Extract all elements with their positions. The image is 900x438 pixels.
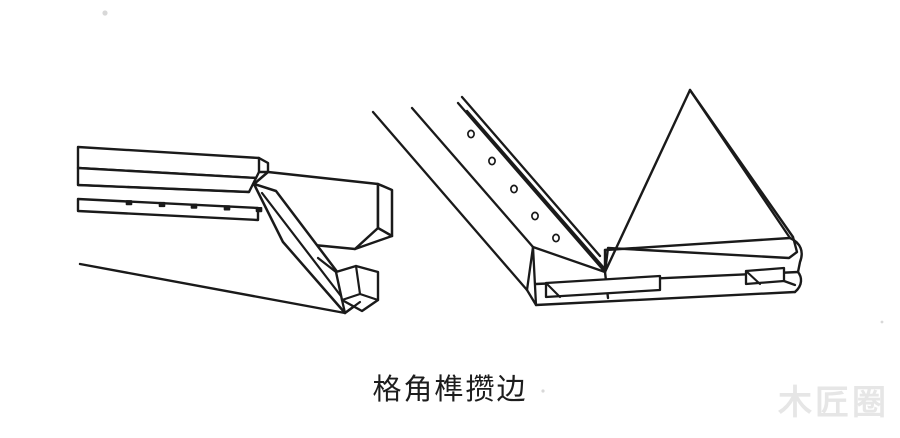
right-diagonal-to-member-edge bbox=[531, 245, 607, 274]
left-tenon-block-creases bbox=[340, 264, 380, 302]
left-rail-bottom-close bbox=[343, 300, 362, 315]
left-tenon-connector bbox=[316, 256, 347, 315]
peg-hole bbox=[488, 156, 496, 166]
right-diagonal-outer-endcap bbox=[525, 245, 535, 292]
peg-mark bbox=[255, 207, 263, 213]
peg-mark bbox=[190, 203, 198, 209]
right-outer-diagonal-edge bbox=[371, 110, 529, 292]
scan-speck bbox=[880, 320, 884, 324]
left-rail-peg-marks bbox=[125, 200, 263, 213]
peg-hole bbox=[531, 211, 539, 221]
left-rail-top-notch bbox=[257, 156, 270, 174]
peg-hole bbox=[510, 184, 518, 194]
mortise-slot-left-chamfer bbox=[544, 281, 562, 299]
right-third-diagonal-edge bbox=[456, 101, 607, 274]
peg-hole bbox=[552, 233, 560, 243]
scan-speck bbox=[102, 10, 108, 16]
right-top-diagonal-edge bbox=[460, 95, 602, 258]
right-end-inner-tick bbox=[782, 279, 797, 287]
right-frame-group bbox=[371, 88, 803, 307]
right-end-round-upper bbox=[788, 236, 803, 274]
right-shelf-front-edge bbox=[603, 236, 792, 252]
right-diagonal-front-face bbox=[525, 245, 538, 307]
right-end-round-lower bbox=[793, 270, 803, 294]
right-upper-long-edge bbox=[688, 88, 792, 240]
peg-mark bbox=[158, 201, 166, 208]
scan-speck bbox=[541, 389, 545, 393]
peg-mark bbox=[223, 205, 231, 211]
mortise-slot-left bbox=[544, 274, 662, 299]
right-bottom-edge bbox=[534, 290, 797, 307]
right-second-diagonal-edge bbox=[410, 106, 535, 249]
left-mitre-lower-edge bbox=[353, 234, 394, 251]
peg-mark bbox=[125, 200, 133, 206]
mortise-slot-right-chamfer bbox=[744, 269, 762, 286]
left-mitre-inner-crease bbox=[260, 191, 346, 302]
left-rail-bottom-edge bbox=[78, 262, 347, 315]
right-diagonal-peg-holes bbox=[467, 129, 560, 243]
left-rail-group bbox=[76, 145, 394, 315]
right-groove-diagonal-edge bbox=[465, 109, 606, 270]
peg-hole bbox=[467, 129, 475, 139]
left-rail-shoulder-line bbox=[76, 183, 251, 194]
left-mitre-end-face bbox=[376, 182, 394, 238]
left-rail-peg-strip bbox=[76, 197, 260, 222]
